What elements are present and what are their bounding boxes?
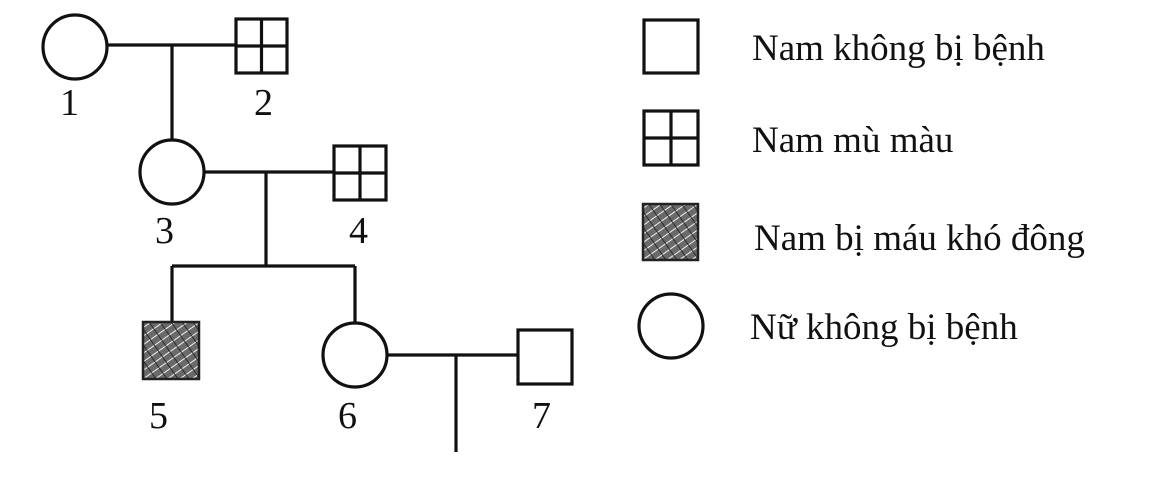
legend-item-male-hemophilia: Nam bị máu khó đông bbox=[641, 202, 1085, 262]
individual-label-4: 4 bbox=[349, 210, 368, 252]
individual-2: 2 bbox=[234, 17, 289, 124]
female-unaffected-symbol bbox=[41, 13, 109, 81]
circle-empty-icon bbox=[637, 292, 705, 360]
square-empty-icon bbox=[642, 18, 700, 75]
legend-label: Nữ không bị bệnh bbox=[750, 307, 1018, 348]
couple-3-4 bbox=[170, 170, 357, 324]
male-unaffected-symbol bbox=[516, 328, 574, 386]
couple-6-7 bbox=[387, 353, 518, 452]
individual-label-5: 5 bbox=[149, 395, 168, 437]
female-unaffected-symbol bbox=[138, 138, 206, 206]
individual-4: 4 bbox=[332, 144, 388, 252]
individual-7: 7 bbox=[516, 328, 574, 437]
legend-label: Nam không bị bệnh bbox=[752, 28, 1045, 69]
individual-label-1: 1 bbox=[60, 82, 79, 124]
couple-1-2 bbox=[107, 43, 236, 142]
individual-label-7: 7 bbox=[532, 395, 551, 437]
individual-5: 5 bbox=[141, 320, 201, 437]
legend-label: Nam mù màu bbox=[752, 120, 953, 161]
individual-label-6: 6 bbox=[338, 395, 357, 437]
legend-item-female-unaffected: Nữ không bị bệnh bbox=[637, 292, 1018, 360]
individual-6: 6 bbox=[321, 321, 389, 437]
female-unaffected-symbol bbox=[321, 321, 389, 389]
legend: Nam không bị bệnh Nam mù màu Nam bị máu … bbox=[637, 18, 1085, 360]
individual-3: 3 bbox=[138, 138, 206, 252]
legend-item-male-colorblind: Nam mù màu bbox=[642, 109, 953, 167]
individual-label-2: 2 bbox=[254, 82, 273, 124]
legend-label: Nam bị máu khó đông bbox=[754, 218, 1085, 259]
individual-1: 1 bbox=[41, 13, 109, 124]
legend-item-male-unaffected: Nam không bị bệnh bbox=[642, 18, 1045, 75]
individual-label-3: 3 bbox=[155, 210, 174, 252]
